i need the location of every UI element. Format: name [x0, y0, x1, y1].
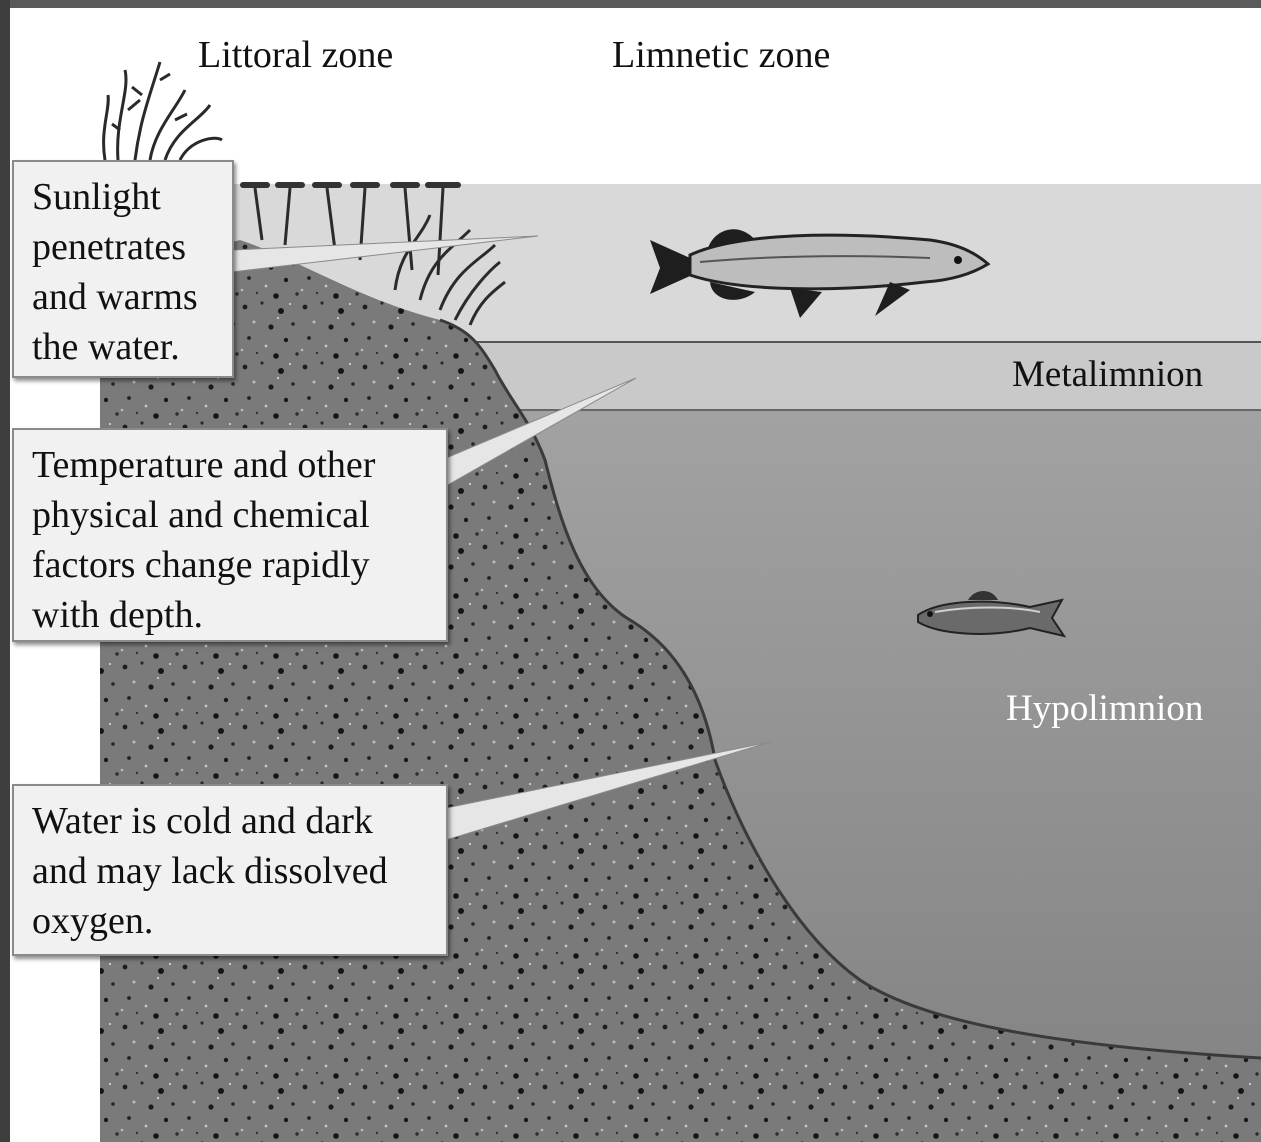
- callout-line: Sunlight: [32, 172, 232, 222]
- callout-line: penetrates: [32, 222, 232, 272]
- callout-line: and may lack dissolved: [32, 846, 446, 896]
- temperature-callout: Temperature and other physical and chemi…: [12, 428, 448, 642]
- callout-line: physical and chemical: [32, 490, 446, 540]
- callout-line: oxygen.: [32, 896, 446, 946]
- cold-water-callout: Water is cold and dark and may lack diss…: [12, 784, 448, 956]
- sunlight-callout: Sunlight penetrates and warms the water.: [12, 160, 234, 378]
- callout-line: factors change rapidly: [32, 540, 446, 590]
- hypolimnion-label: Hypolimnion: [1006, 690, 1203, 727]
- callout-line: the water.: [32, 322, 232, 372]
- left-edge-strip: [0, 0, 10, 1142]
- callout-line: Temperature and other: [32, 440, 446, 490]
- callout-line: with depth.: [32, 590, 446, 640]
- metalimnion-label: Metalimnion: [1012, 356, 1203, 393]
- callout-line: Water is cold and dark: [32, 796, 446, 846]
- top-edge-strip: [0, 0, 1261, 8]
- limnetic-zone-label: Limnetic zone: [612, 36, 830, 74]
- littoral-zone-label: Littoral zone: [198, 36, 393, 74]
- callout-line: and warms: [32, 272, 232, 322]
